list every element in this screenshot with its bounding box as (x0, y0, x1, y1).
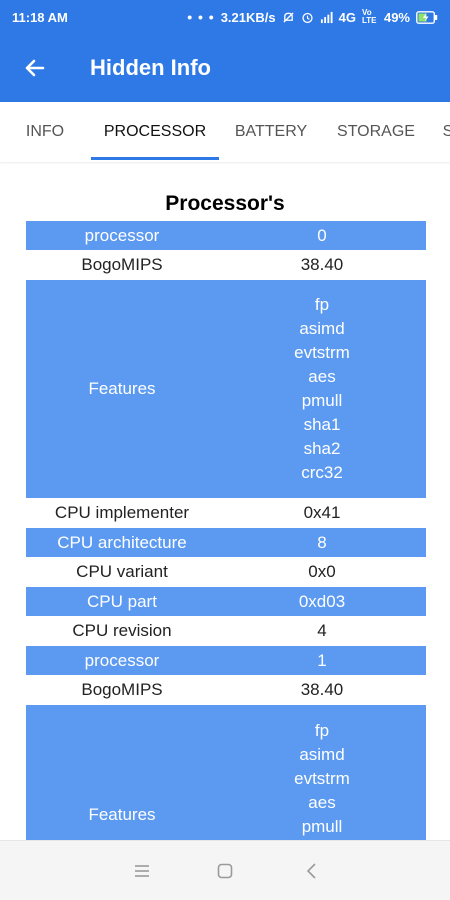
row-value: 0x41 (303, 503, 341, 522)
row-value: fp asimd evtstrm aes pmull sha1 sha2 crc… (294, 295, 350, 482)
status-bar: 11:18 AM • • • 3.21KB/s 4G Vo LTE 49% (0, 0, 450, 34)
table-row: CPU revision 4 (26, 616, 426, 646)
table-row: CPU implementer 0x41 (26, 498, 426, 528)
row-key: BogoMIPS (81, 255, 163, 274)
table-row: processor 1 (26, 646, 426, 675)
row-key: CPU variant (76, 562, 168, 581)
tab-processor-label: PROCESSOR (103, 123, 207, 140)
back-button[interactable] (15, 48, 55, 88)
processor-content[interactable]: Processor's processor 0 BogoMIPS 38.40 F… (0, 162, 450, 840)
tab-info-label: INFO (25, 123, 65, 140)
row-key: BogoMIPS (81, 680, 163, 699)
table-row: Features fp asimd evtstrm aes pmull sha1… (26, 280, 426, 498)
table-row: CPU part 0xd03 (26, 587, 426, 616)
tab-battery[interactable]: BATTERY (226, 102, 316, 162)
tab-partial-label: S (442, 123, 450, 140)
row-key: processor (84, 650, 160, 670)
row-value: 0xd03 (298, 591, 346, 611)
row-value: 1 (317, 650, 327, 670)
silent-bell-icon (283, 11, 294, 23)
tab-info[interactable]: INFO (14, 102, 76, 162)
row-key: processor (84, 225, 160, 245)
battery-charging-icon (416, 10, 438, 24)
page-title: Hidden Info (90, 55, 211, 80)
row-key: CPU revision (72, 621, 172, 640)
active-tab-indicator (91, 157, 219, 160)
row-value: 38.40 (300, 680, 344, 699)
battery-percent: 49% (383, 9, 410, 25)
row-key: Features (88, 379, 156, 398)
home-square-icon[interactable] (213, 859, 237, 883)
network-speed: 3.21KB/s (220, 9, 276, 25)
row-key: Features (88, 805, 156, 824)
status-icons: • • • 3.21KB/s 4G Vo LTE 49% (187, 9, 438, 25)
tab-battery-label: BATTERY (234, 123, 308, 140)
row-value: 8 (317, 532, 327, 552)
notification-dots: • • • (187, 9, 215, 25)
menu-icon[interactable] (130, 859, 154, 883)
row-value: 0x0 (308, 562, 336, 581)
row-key: CPU implementer (54, 503, 190, 522)
tab-partial[interactable]: S (438, 102, 450, 162)
row-value: 38.40 (300, 255, 344, 274)
back-chevron-icon[interactable] (300, 859, 324, 883)
table-row: BogoMIPS 38.40 (26, 675, 426, 705)
row-key: CPU architecture (57, 532, 187, 552)
tab-storage-label: STORAGE (337, 123, 415, 140)
row-key: CPU part (87, 591, 157, 611)
table-row: processor 0 (26, 221, 426, 250)
system-nav-bar (0, 840, 450, 900)
app-bar: Hidden Info (0, 34, 450, 102)
processor-table: processor 0 BogoMIPS 38.40 Features fp a… (26, 221, 426, 840)
section-title: Processor's (165, 192, 285, 215)
tab-storage[interactable]: STORAGE (328, 102, 424, 162)
signal-bars-icon (320, 11, 333, 23)
alarm-clock-icon (302, 12, 313, 23)
arrow-left-icon (25, 59, 45, 77)
tab-processor[interactable]: PROCESSOR (91, 102, 219, 162)
row-value: 4 (317, 621, 327, 640)
status-time: 11:18 AM (12, 9, 68, 25)
table-row: Features fp asimd evtstrm aes pmull sha1… (26, 705, 426, 840)
row-value: fp asimd evtstrm aes pmull sha1 sha2 crc… (294, 721, 350, 836)
tab-bar: INFO PROCESSOR BATTERY STORAGE S (0, 102, 450, 162)
table-row: CPU variant 0x0 (26, 557, 426, 587)
volte-badge: Vo LTE (361, 8, 377, 25)
network-type: 4G (338, 9, 356, 25)
table-row: CPU architecture 8 (26, 528, 426, 557)
row-value: 0 (317, 225, 327, 245)
table-row: BogoMIPS 38.40 (26, 250, 426, 280)
